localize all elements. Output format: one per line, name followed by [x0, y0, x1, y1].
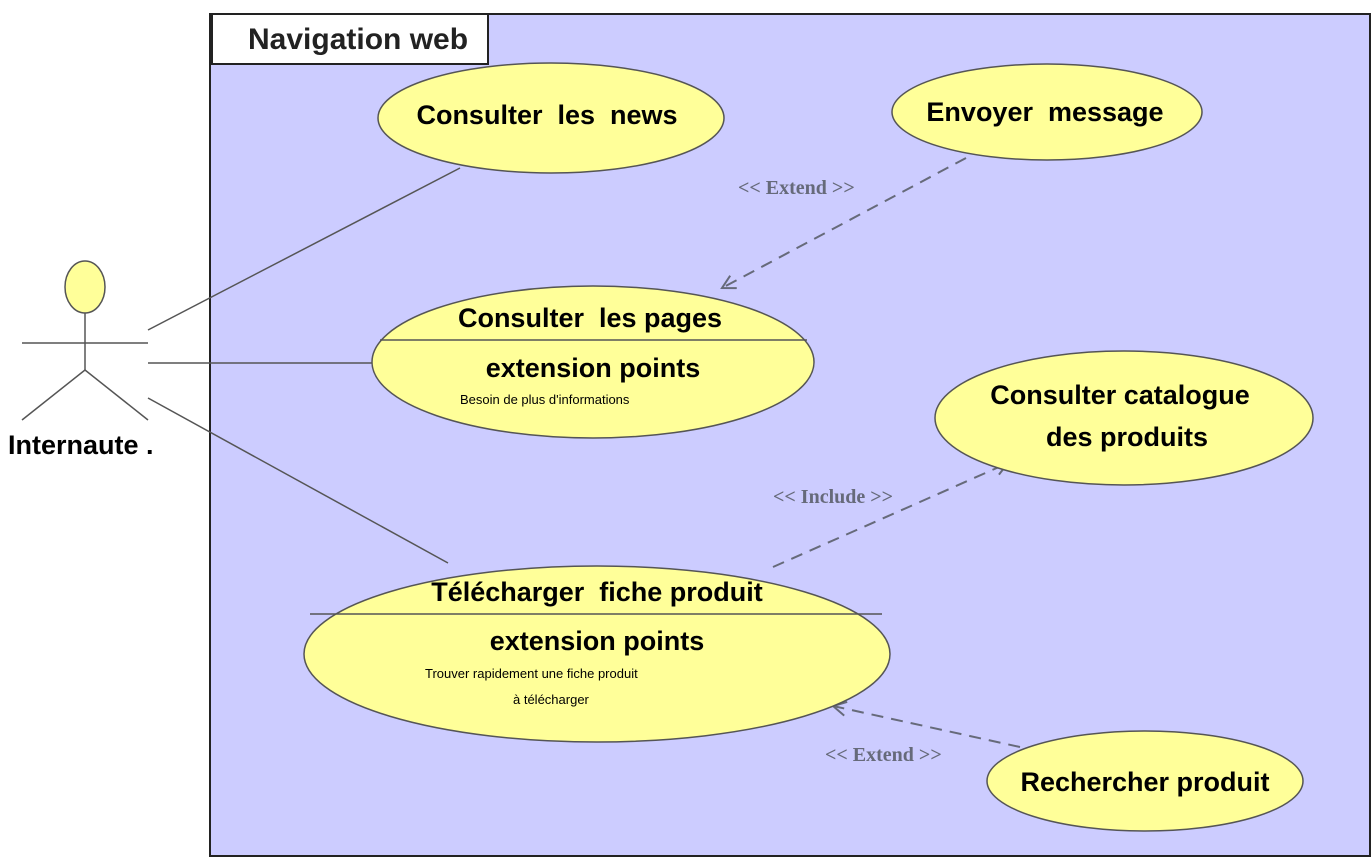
use-case-fiche-ext-line2: à télécharger	[513, 692, 590, 707]
use-case-fiche-shape	[303, 565, 891, 743]
use-case-pages-title: Consulter les pages	[458, 303, 722, 333]
extend-message-label: << Extend >>	[738, 177, 855, 199]
use-case-pages-shape	[371, 285, 815, 439]
actor-label: Internaute .	[8, 430, 154, 460]
use-case-pages-ext-heading: extension points	[486, 353, 701, 383]
use-case-catalogue-line1: Consulter catalogue	[990, 380, 1250, 410]
use-case-news[interactable]: Consulter les news	[377, 62, 725, 174]
association-fiche	[147, 397, 449, 564]
include-catalogue-label: << Include >>	[773, 486, 893, 508]
use-case-recherche[interactable]: Rechercher produit	[986, 730, 1304, 832]
use-case-message-title: Envoyer message	[926, 97, 1163, 127]
use-case-fiche[interactable]: Télécharger fiche produit extension poin…	[303, 565, 891, 743]
actor-head	[64, 260, 106, 314]
actor-left-leg	[21, 369, 86, 421]
use-case-pages[interactable]: Consulter les pages extension points Bes…	[371, 285, 815, 439]
use-case-message[interactable]: Envoyer message	[891, 63, 1203, 161]
use-case-catalogue-shape	[934, 350, 1314, 486]
extend-message-line	[722, 157, 967, 288]
use-case-fiche-title: Télécharger fiche produit	[431, 577, 763, 607]
include-catalogue-line	[772, 463, 1008, 568]
use-case-catalogue-line2: des produits	[1046, 422, 1208, 452]
use-case-news-title: Consulter les news	[416, 100, 677, 130]
system-title-box	[211, 13, 489, 65]
use-case-message-shape	[891, 63, 1203, 161]
use-case-news-shape	[377, 62, 725, 174]
actor-right-leg	[84, 369, 149, 421]
use-case-recherche-title: Rechercher produit	[1020, 767, 1269, 797]
system-title: Navigation web	[248, 23, 468, 56]
use-case-recherche-shape	[986, 730, 1304, 832]
use-case-fiche-ext-heading: extension points	[490, 626, 705, 656]
use-case-fiche-ext-line1: Trouver rapidement une fiche produit	[425, 666, 638, 681]
extend-recherche-label: << Extend >>	[825, 744, 942, 766]
use-case-catalogue[interactable]: Consulter catalogue des produits	[934, 350, 1314, 486]
extend-recherche-line	[833, 706, 1021, 748]
association-news	[147, 167, 461, 331]
use-case-pages-ext-point: Besoin de plus d'informations	[460, 392, 630, 407]
actor-internaute[interactable]	[21, 260, 149, 421]
